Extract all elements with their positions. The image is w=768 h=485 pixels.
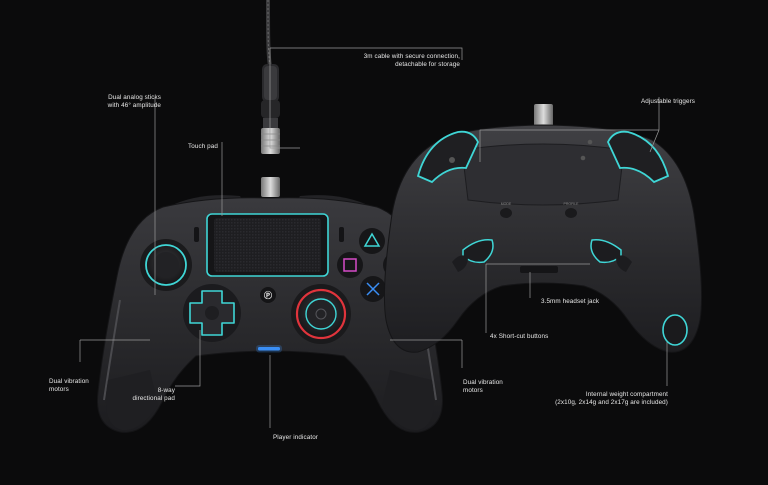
callout-cable-line2: detachable for storage — [395, 61, 460, 68]
callout-dual-vibration-left-line2: motors — [49, 386, 69, 393]
callout-weight-compartment-line1: Internal weight compartment — [585, 391, 668, 398]
callout-cable: 3m cable with secure connection, detacha… — [364, 53, 460, 69]
front-controller: Ⓟ — [96, 177, 444, 433]
dpad — [183, 284, 241, 342]
callout-adjustable-triggers: Adjustable triggers — [641, 98, 696, 105]
callout-dpad: 8-way directional pad — [133, 387, 175, 403]
detachable-cable — [261, 0, 280, 154]
callout-analog-sticks: Dual analog sticks with 46° amplitude — [108, 94, 161, 110]
callout-shortcut-buttons: 4x Short-cut buttons — [490, 333, 549, 340]
callout-player-indicator: Player indicator — [273, 434, 318, 441]
callout-dual-vibration-right: Dual vibration motors — [463, 379, 503, 395]
callout-dual-vibration-right-line2: motors — [463, 387, 483, 394]
svg-text:PROFILE: PROFILE — [564, 202, 580, 206]
callout-headset-jack: 3.5mm headset jack — [541, 298, 600, 305]
playstation-logo-icon: Ⓟ — [264, 290, 272, 300]
player-indicator-light — [258, 347, 280, 351]
callout-dpad-line2: directional pad — [132, 395, 175, 402]
cross-icon — [366, 282, 380, 296]
svg-text:MODE: MODE — [501, 202, 512, 206]
leader-lines — [79, 47, 668, 428]
triangle-icon — [363, 232, 381, 247]
callout-cable-line1: 3m cable with secure connection, — [363, 53, 460, 60]
callout-dual-vibration-left: Dual vibration motors — [49, 378, 89, 394]
callout-weight-compartment-line2: (2x10g, 2x14g and 2x17g are included) — [555, 399, 668, 406]
square-icon — [343, 258, 357, 272]
callout-dpad-line1: 8-way — [157, 387, 175, 394]
back-controller: MODE PROFILE — [383, 104, 703, 353]
callout-weight-compartment: Internal weight compartment (2x10g, 2x14… — [555, 391, 668, 407]
callout-dual-vibration-left-line1: Dual vibration — [49, 378, 89, 385]
callout-dual-vibration-right-line1: Dual vibration — [463, 379, 503, 386]
callout-analog-sticks-line2: with 46° amplitude — [107, 102, 161, 109]
callout-analog-sticks-line1: Dual analog sticks — [108, 94, 161, 101]
callout-touch-pad: Touch pad — [188, 143, 218, 150]
